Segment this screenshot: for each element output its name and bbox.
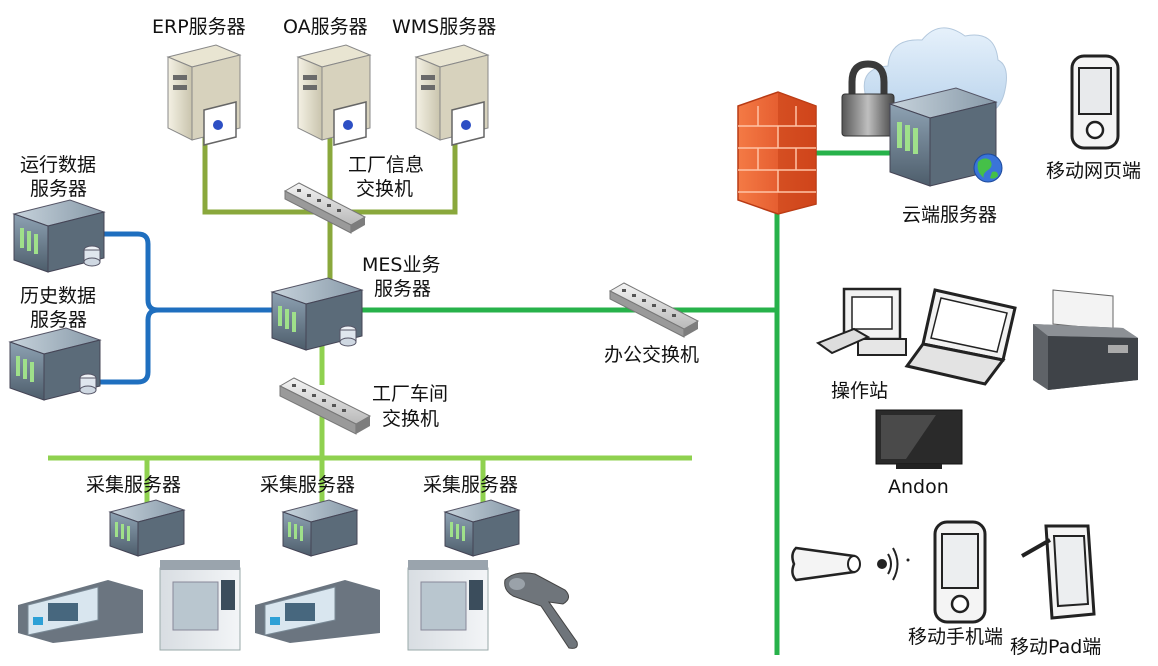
run-data-server-icon [12, 199, 106, 273]
mobile-pad-label: 移动Pad端 [1010, 636, 1102, 658]
globe-icon [973, 153, 1003, 183]
factory-info-switch-label-line1: 工厂信息 [348, 154, 425, 176]
wms-server-icon [414, 44, 490, 146]
history-data-server-icon [8, 327, 102, 401]
collect-server-1-icon [108, 499, 186, 557]
workshop-switch-label-line2: 交换机 [382, 408, 440, 430]
wms-server-label: WMS服务器 [392, 16, 497, 38]
desktop-computer-icon [815, 287, 907, 356]
history-data-server-label-line1: 历史数据 [20, 285, 97, 307]
workshop-switch-label-line1: 工厂车间 [372, 383, 449, 405]
printer-icon [1033, 289, 1138, 390]
rfid-reader-icon [791, 546, 910, 582]
erp-server-icon [166, 44, 242, 146]
collect-server-3-icon [443, 499, 521, 557]
history-data-link [100, 307, 159, 385]
history-data-server-label-line2: 服务器 [30, 309, 88, 331]
run-data-link [100, 231, 280, 313]
mes-server-icon [270, 277, 364, 351]
collect-server-1-label: 采集服务器 [86, 474, 182, 496]
workshop-switch-icon [278, 377, 372, 435]
mobile-web-label: 移动网页端 [1046, 160, 1142, 182]
mobile-phone-icon [933, 520, 987, 624]
andon-label: Andon [888, 476, 949, 498]
run-data-server-label-line1: 运行数据 [20, 154, 97, 176]
office-switch-icon [608, 282, 700, 338]
mobile-phone-label: 移动手机端 [908, 626, 1004, 648]
collect-server-2-icon [281, 499, 359, 557]
links [48, 130, 895, 655]
firewall-icon [737, 91, 817, 215]
oa-server-label: OA服务器 [283, 16, 368, 38]
collect-server-3-label: 采集服务器 [423, 474, 519, 496]
factory-info-switch-label-line2: 交换机 [356, 178, 414, 200]
cnc-lathe-1-icon [18, 580, 143, 643]
mes-server-label-line1: MES业务 [362, 254, 441, 276]
operator-station-label: 操作站 [831, 380, 889, 402]
mobile-web-device-icon [1070, 54, 1120, 150]
mes-server-label-line2: 服务器 [374, 278, 432, 300]
erp-server-label: ERP服务器 [152, 16, 246, 38]
factory-info-switch-icon [283, 182, 367, 234]
andon-display-icon [875, 409, 963, 469]
cloud-server-label: 云端服务器 [902, 204, 998, 226]
laptop-icon [904, 288, 1017, 386]
barcode-scanner-icon [504, 572, 578, 649]
vertical-mill-1-icon [159, 560, 241, 651]
run-data-server-label-line2: 服务器 [30, 178, 88, 200]
vertical-mill-2-icon [407, 560, 489, 651]
cnc-lathe-2-icon [255, 580, 380, 643]
collect-server-2-label: 采集服务器 [260, 474, 356, 496]
office-switch-label: 办公交换机 [604, 344, 700, 366]
tablet-pad-icon [1021, 524, 1096, 620]
oa-server-icon [296, 44, 372, 146]
